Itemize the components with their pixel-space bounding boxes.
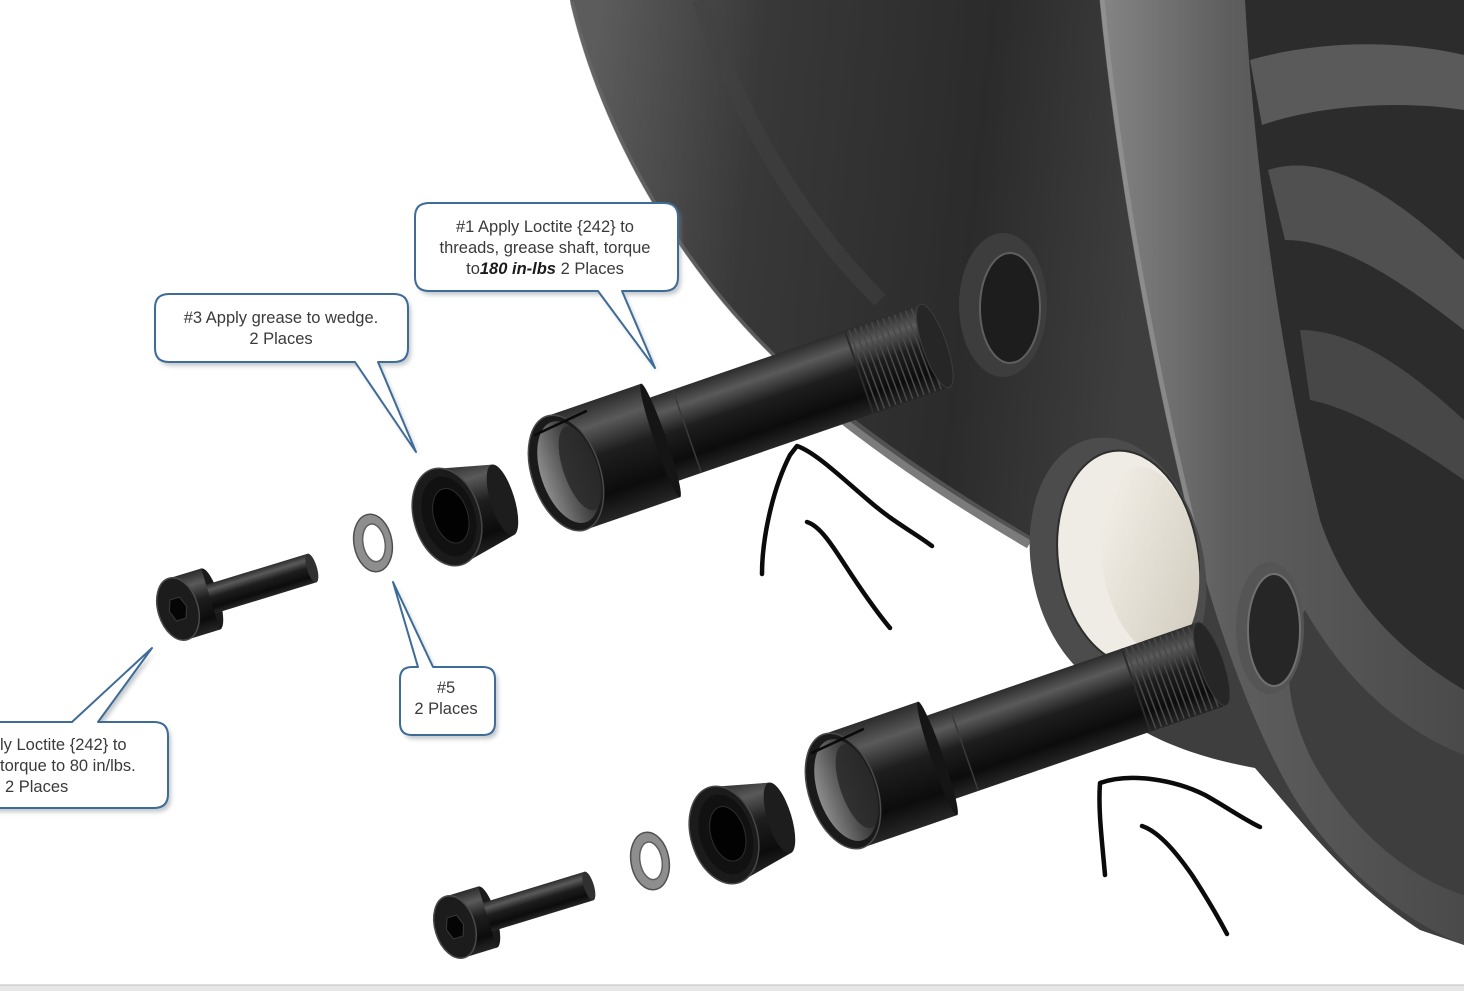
hex-socket-icon	[168, 596, 188, 622]
callout-step-5-line-1: #5	[437, 679, 455, 697]
lower-wedge	[688, 782, 796, 885]
wedge-back	[763, 782, 796, 854]
cap-screw-tip	[305, 553, 319, 583]
shaft-body	[641, 304, 950, 484]
shaft-cup-slot	[810, 727, 865, 755]
callout-step-1: #1 Apply Loctite {242} to threads, greas…	[414, 202, 681, 372]
callout-step-1-line-1: #1 Apply Loctite {242} to	[456, 218, 634, 236]
upper-pivot-shaft	[527, 303, 954, 532]
lower-pivot-shaft	[804, 621, 1231, 850]
callout-bolt-torque: ly Loctite {242} to torque to 80 in/lbs.…	[0, 647, 171, 812]
callout-step-1-torque-value: 180 in-lbs	[480, 260, 556, 278]
wedge-back	[486, 464, 519, 536]
callout-bolt-torque-line-3: 2 Places	[5, 778, 68, 796]
hex-socket-icon	[445, 914, 465, 940]
rocker-link	[1250, 44, 1464, 480]
shaft-cup-depth	[558, 426, 602, 511]
shaft-cup-slot	[533, 409, 588, 437]
callout-step-1-places: 2 Places	[556, 260, 624, 278]
hand-drawn-mark-lower-2	[1139, 823, 1230, 937]
thread-start-line	[1120, 648, 1152, 733]
callout-step-3-line-1: #3 Apply grease to wedge.	[184, 309, 378, 327]
shaft-body	[918, 622, 1227, 802]
bottom-border	[0, 985, 1464, 991]
beam-edge-highlight	[1099, 0, 1200, 541]
upper-pivot-hole	[979, 252, 1041, 364]
callout-bolt-torque-line-1: ly Loctite {242} to	[0, 736, 127, 754]
lower-cap-screw	[432, 871, 596, 959]
upper-wedge	[411, 464, 519, 567]
hand-drawn-annotations	[759, 443, 1263, 937]
callout-step-3-line-2: 2 Places	[249, 330, 312, 348]
wedge-bore	[432, 488, 470, 544]
shaft-seam	[948, 707, 980, 792]
callout-step-1-line-3: to180 in-lbs 2 Places	[466, 260, 624, 278]
shaft-thread-end	[915, 303, 954, 389]
washer-hole	[638, 841, 664, 881]
plate-inner-ridge	[692, 0, 886, 306]
lower-arm-face	[1288, 610, 1464, 895]
callout-step-1-line-2: threads, grease shaft, torque	[440, 239, 651, 257]
thread-start-line	[843, 330, 875, 415]
rocker-link-lower	[1300, 330, 1464, 480]
rocker-link-upper	[1250, 44, 1464, 125]
hand-drawn-mark-lower-1	[1097, 775, 1263, 878]
callout-step-3-bubble	[154, 293, 417, 453]
wedge-bore	[709, 806, 747, 862]
cap-screw-shank	[479, 871, 594, 933]
callout-step-5-bubble	[392, 581, 496, 736]
upper-hardware-set	[155, 303, 954, 641]
callout-bolt-torque-bubble	[0, 647, 169, 809]
cap-screw-tip	[582, 871, 596, 901]
lower-right-hole	[1247, 573, 1301, 687]
main-bore-interior	[1100, 466, 1200, 654]
hand-drawn-mark-upper-2	[804, 519, 893, 631]
rocker-link-middle	[1268, 165, 1464, 330]
callout-step-5-line-2: 2 Places	[414, 700, 477, 718]
swingarm-frame	[570, 0, 1464, 945]
lower-washer	[629, 831, 671, 891]
upper-cap-screw	[155, 553, 319, 641]
shaft-cup-step	[640, 383, 681, 498]
shaft-cup-step	[917, 701, 958, 816]
washer-hole	[361, 523, 387, 563]
callout-step-1-bubble	[414, 202, 679, 369]
callout-step-3: #3 Apply grease to wedge. 2 Places	[154, 293, 419, 456]
shaft-thread-end	[1192, 621, 1231, 707]
cap-screw-shank	[202, 553, 317, 615]
shaft-seam	[671, 389, 703, 474]
hand-drawn-mark-upper-1	[759, 443, 935, 577]
upper-washer	[352, 513, 394, 573]
callout-bolt-torque-line-2: torque to 80 in/lbs.	[0, 757, 136, 775]
lower-hardware-set	[432, 621, 1231, 959]
callout-step-1-to: to	[466, 260, 480, 278]
callout-step-5: #5 2 Places	[392, 581, 498, 739]
shaft-cup-depth	[835, 744, 879, 829]
